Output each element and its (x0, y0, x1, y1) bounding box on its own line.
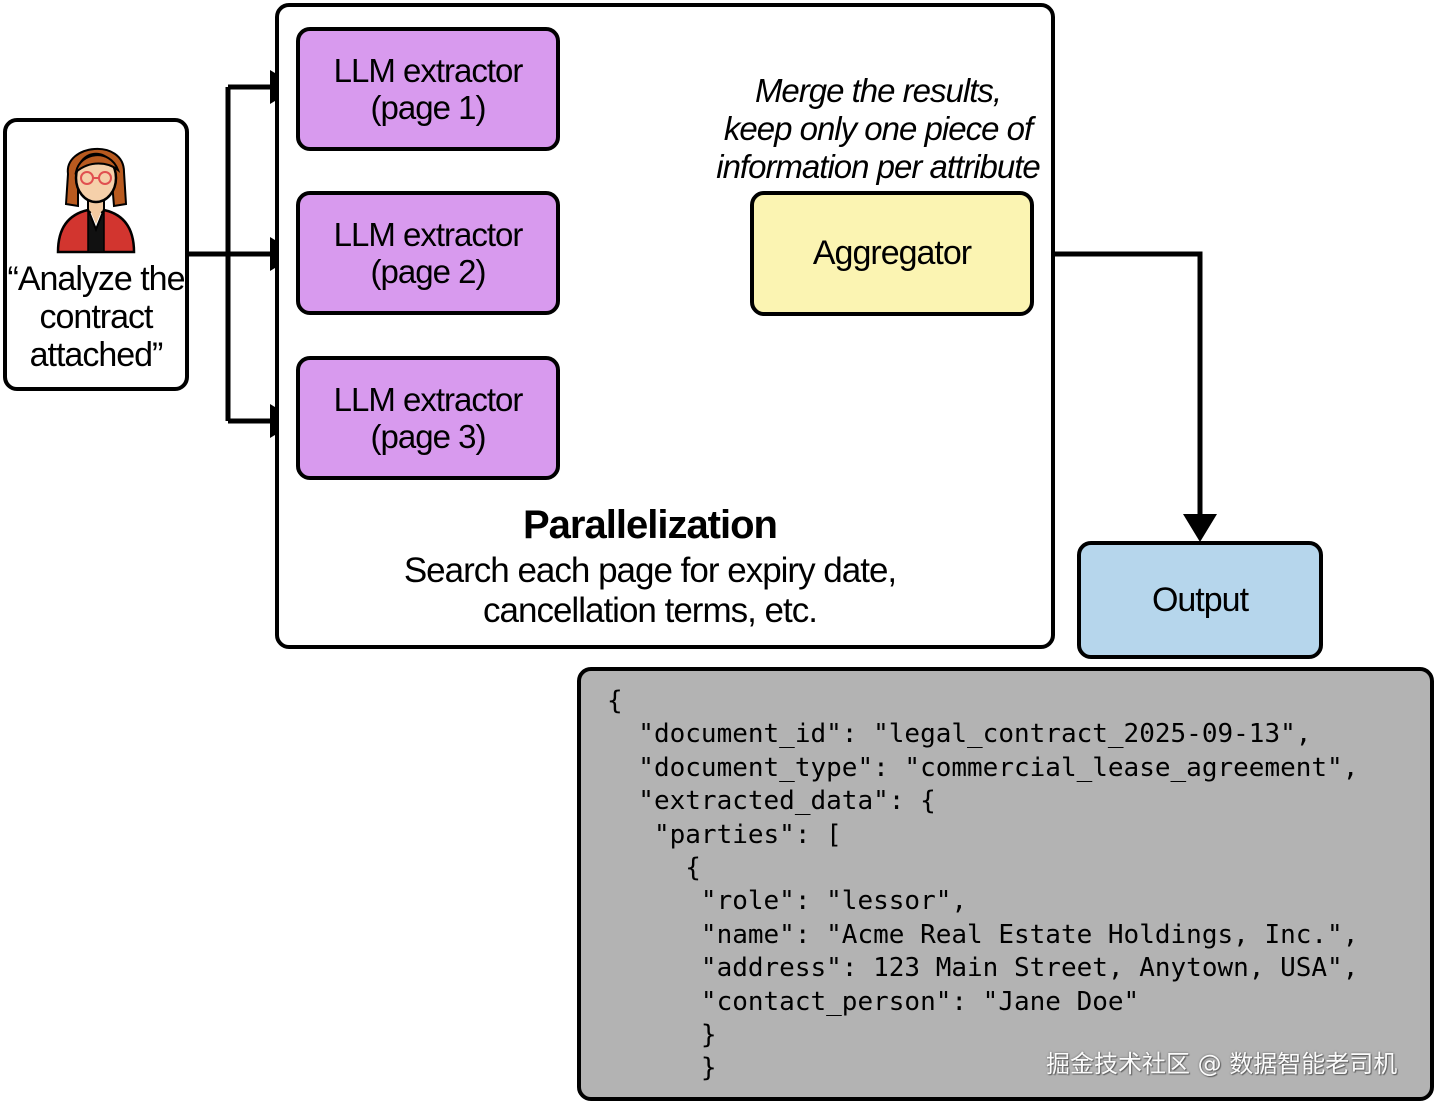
extractor-title: LLM extractor (333, 216, 524, 253)
wire-aggregator-to-output (1034, 251, 1203, 514)
parallelization-title: Parallelization (523, 503, 778, 547)
code-line: { (607, 853, 701, 884)
extractor-title: LLM extractor (333, 52, 524, 89)
json-output-sample: { "document_id": "legal_contract_2025-09… (577, 667, 1434, 1101)
code-line: "extracted_data": { (607, 786, 936, 817)
output-box: Output (1077, 541, 1323, 659)
user-request-text: “Analyze the contract attached” (7, 260, 186, 374)
code-line: "document_id": "legal_contract_2025-09-1… (607, 719, 1312, 750)
extractor-title: LLM extractor (333, 381, 524, 418)
llm-extractor-page-2: LLM extractor (page 2) (296, 191, 560, 315)
extractor-page: (page 2) (370, 253, 487, 290)
extractor-page: (page 3) (370, 418, 487, 455)
code-line: "role": "lessor", (607, 886, 968, 917)
merge-note: Merge the results, keep only one piece o… (716, 72, 1041, 185)
code-line: "contact_person": "Jane Doe" (607, 986, 1140, 1017)
aggregator-label: Aggregator (812, 234, 972, 272)
parallelization-group (275, 3, 1055, 649)
arrowhead-output (1183, 514, 1217, 542)
extractor-page: (page 1) (370, 89, 487, 126)
code-line: } (607, 1053, 717, 1084)
user-avatar-icon (56, 148, 136, 254)
code-line: "document_type": "commercial_lease_agree… (607, 752, 1359, 783)
code-line: "name": "Acme Real Estate Holdings, Inc.… (607, 919, 1359, 950)
llm-extractor-page-1: LLM extractor (page 1) (296, 27, 560, 151)
user-request-box: “Analyze the contract attached” (3, 118, 189, 391)
output-label: Output (1151, 580, 1249, 619)
llm-extractor-page-3: LLM extractor (page 3) (296, 356, 560, 480)
parallelization-description: Search each page for expiry date, cancel… (403, 551, 897, 630)
aggregator-box: Aggregator (750, 191, 1034, 316)
code-line: "parties": [ (607, 819, 842, 850)
watermark: 掘金技术社区 @ 数据智能老司机 (1046, 1050, 1398, 1078)
json-code: { "document_id": "legal_contract_2025-09… (607, 685, 1358, 1086)
code-line: } (607, 1020, 717, 1051)
code-line: { (607, 686, 623, 716)
code-line: "address": 123 Main Street, Anytown, USA… (607, 953, 1359, 984)
